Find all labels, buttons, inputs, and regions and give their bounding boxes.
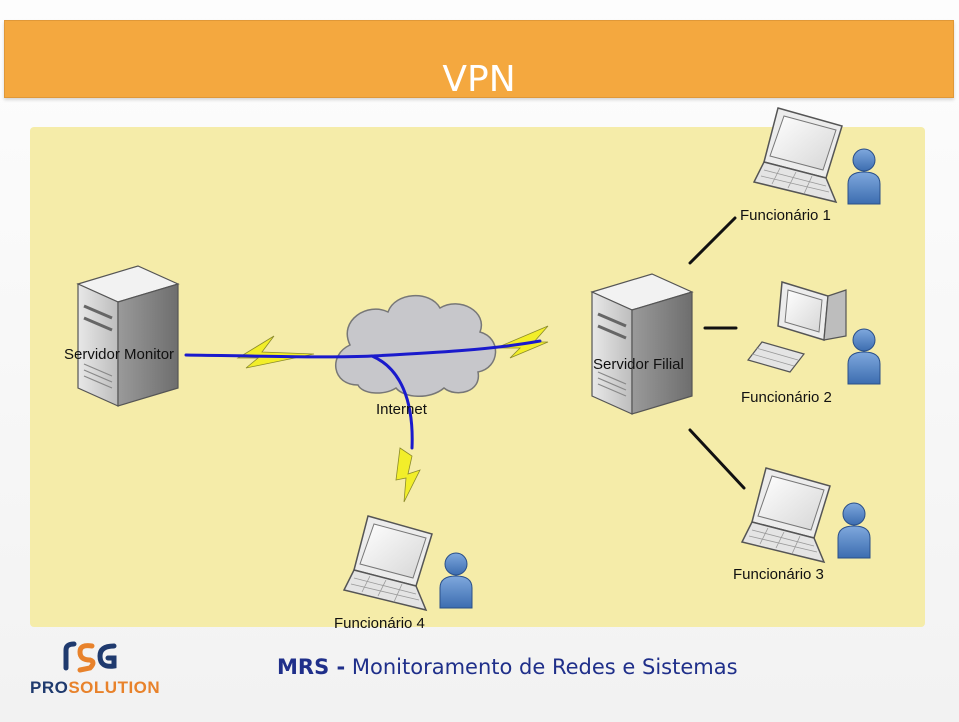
footer-tagline-text: Monitoramento de Redes e Sistemas: [345, 655, 738, 679]
prosolution-logo: PROSOLUTION: [30, 678, 160, 698]
label-servidor-monitor: Servidor Monitor: [64, 346, 175, 363]
lan-line-funcionario1: [688, 216, 737, 265]
server-monitor-icon: [76, 264, 180, 408]
label-funcionario-4: Funcionário 4: [334, 615, 425, 632]
footer-tagline-bold: MRS -: [277, 655, 346, 679]
label-funcionario-1: Funcionário 1: [740, 207, 831, 224]
laptop-icon-funcionario1: [753, 107, 843, 203]
lan-lines: [688, 216, 746, 490]
lightning-bolt-left-icon: [236, 335, 315, 369]
lan-line-funcionario3: [688, 428, 746, 490]
laptop-icon-funcionario3: [741, 467, 831, 563]
user-icon-funcionario3: [837, 502, 871, 559]
laptop-icon-funcionario4: [343, 515, 433, 611]
logo-prefix: PRO: [30, 678, 69, 697]
label-funcionario-3: Funcionário 3: [733, 566, 824, 583]
desktop-icon-funcionario2: [747, 281, 847, 373]
user-icon-funcionario1: [847, 148, 881, 205]
vpn-tunnel-lines: [184, 339, 542, 450]
vpn-line-internet-funcionario4: [370, 354, 414, 450]
prosolution-logo-mark: [63, 641, 117, 673]
user-icon-funcionario4: [439, 552, 473, 609]
lightning-bolt-bottom-icon: [395, 447, 421, 503]
server-filial-icon: [590, 272, 694, 416]
label-funcionario-2: Funcionário 2: [741, 389, 832, 406]
label-servidor-filial: Servidor Filial: [593, 356, 684, 373]
internet-cloud-icon: [334, 294, 497, 397]
footer-tagline: MRS - Monitoramento de Redes e Sistemas: [277, 655, 738, 679]
slide-title: VPN: [442, 59, 516, 100]
title-bar: VPN: [4, 20, 954, 100]
lightning-bolt-right-icon: [495, 325, 549, 359]
logo-suffix: SOLUTION: [68, 678, 161, 697]
label-internet: Internet: [376, 401, 427, 418]
user-icon-funcionario2: [847, 328, 881, 385]
